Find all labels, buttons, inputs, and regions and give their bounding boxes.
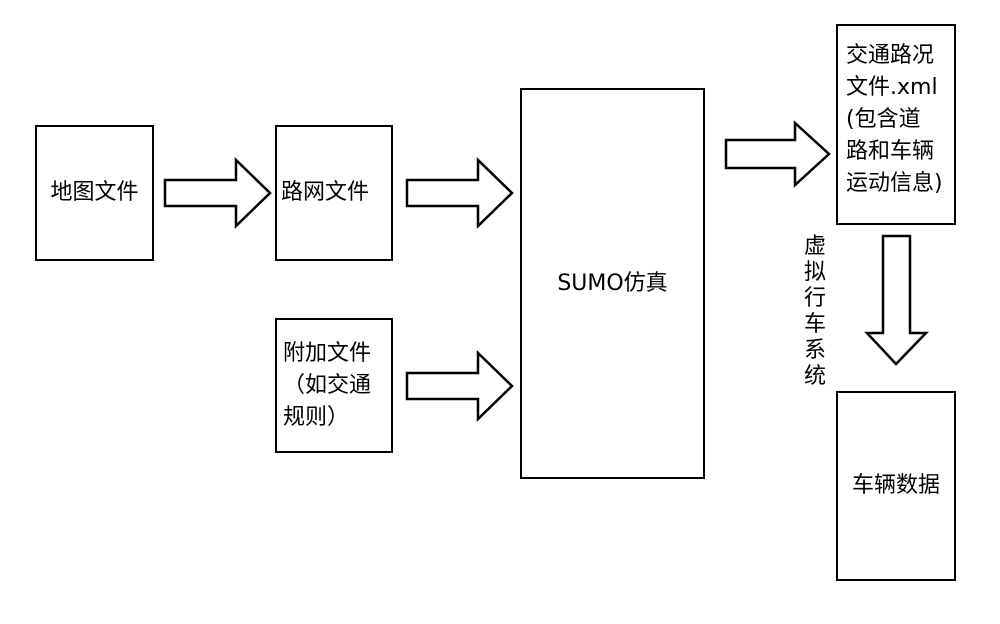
additional-file-box: 附加文件 （如交通 规则） xyxy=(275,318,393,453)
additional-file-line-2: （如交通 xyxy=(283,372,372,398)
vehicle-data-box: 车辆数据 xyxy=(836,391,956,581)
road-network-file-label: 路网文件 xyxy=(281,180,370,205)
map-file-box: 地图文件 xyxy=(35,125,154,261)
arrow-xml-to-vehicle xyxy=(864,234,929,366)
sumo-simulation-box: SUMO仿真 xyxy=(520,88,705,479)
additional-file-line-1: 附加文件 xyxy=(283,340,372,366)
vehicle-data-label: 车辆数据 xyxy=(851,473,940,498)
additional-file-line-3: 规则） xyxy=(283,404,350,430)
traffic-xml-line-1: 交通路况 xyxy=(846,43,935,68)
sumo-simulation-label: SUMO仿真 xyxy=(557,270,668,296)
map-file-label: 地图文件 xyxy=(50,180,139,205)
virtual-driving-system-label: 虚拟行车系统 xyxy=(803,234,826,389)
arrow-road-to-sumo xyxy=(405,157,514,229)
road-network-file-box: 路网文件 xyxy=(275,125,393,261)
traffic-xml-line-4: 路和车辆 xyxy=(846,139,935,164)
traffic-xml-line-5: 运动信息) xyxy=(846,171,943,196)
additional-file-label: 附加文件 （如交通 规则） xyxy=(283,338,371,434)
arrow-sumo-to-xml xyxy=(724,120,831,188)
traffic-xml-line-3: (包含道 xyxy=(846,107,921,132)
arrow-map-to-road xyxy=(163,157,272,229)
arrow-additional-to-sumo xyxy=(405,350,514,422)
traffic-xml-label: 交通路况 文件.xml (包含道 路和车辆 运动信息) xyxy=(846,40,943,200)
traffic-xml-line-2: 文件.xml xyxy=(846,75,938,100)
traffic-xml-box: 交通路况 文件.xml (包含道 路和车辆 运动信息) xyxy=(836,24,956,225)
